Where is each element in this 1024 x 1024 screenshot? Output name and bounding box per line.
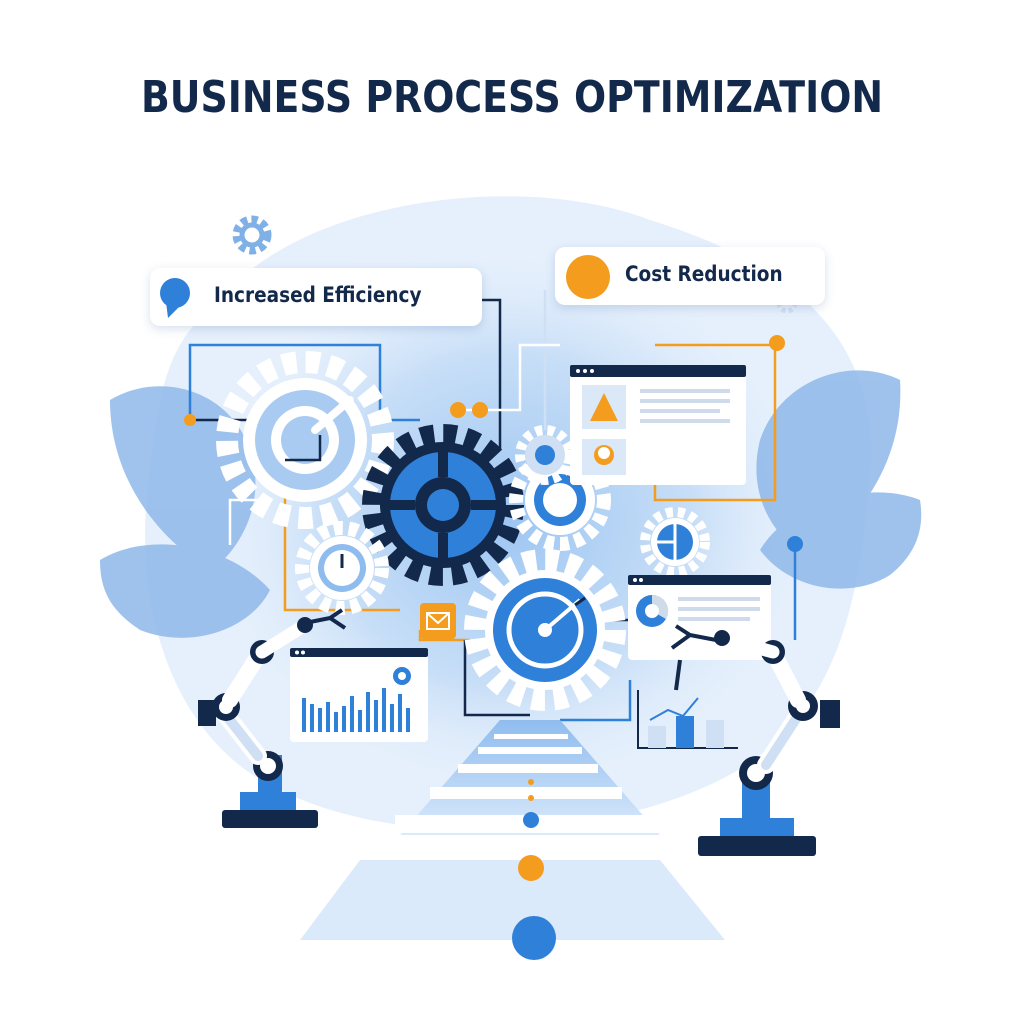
cost-reduction-callout: Cost Reduction [555, 247, 825, 305]
pie-chart-icon [636, 594, 669, 627]
speech-bubble-icon [160, 278, 190, 318]
gear-icon [216, 351, 394, 529]
gear-icon [464, 549, 626, 711]
gear-icon [295, 521, 389, 615]
increased-efficiency-callout: Increased Efficiency [150, 268, 482, 326]
dashboard-window-icon [570, 365, 746, 485]
dashboard-window-icon [290, 648, 428, 742]
gear-icon [232, 215, 272, 255]
robotic-arm-icon [198, 608, 347, 828]
bar-chart-icon [302, 688, 410, 732]
leaf-icon [100, 386, 270, 638]
cost-reduction-label: Cost Reduction [625, 262, 783, 286]
conveyor-road-icon [300, 720, 725, 960]
robotic-arm-icon [670, 624, 840, 856]
orange-dot-icon [566, 255, 610, 299]
page-title: BUSINESS PROCESS OPTIMIZATION [140, 72, 884, 123]
gear-icon [362, 424, 524, 586]
leaf-icon [756, 370, 922, 589]
pie-chart-icon [393, 667, 411, 685]
increased-efficiency-label: Increased Efficiency [214, 283, 422, 307]
gear-icon [640, 507, 710, 577]
bar-chart-icon [637, 690, 738, 749]
mail-icon [420, 603, 456, 639]
